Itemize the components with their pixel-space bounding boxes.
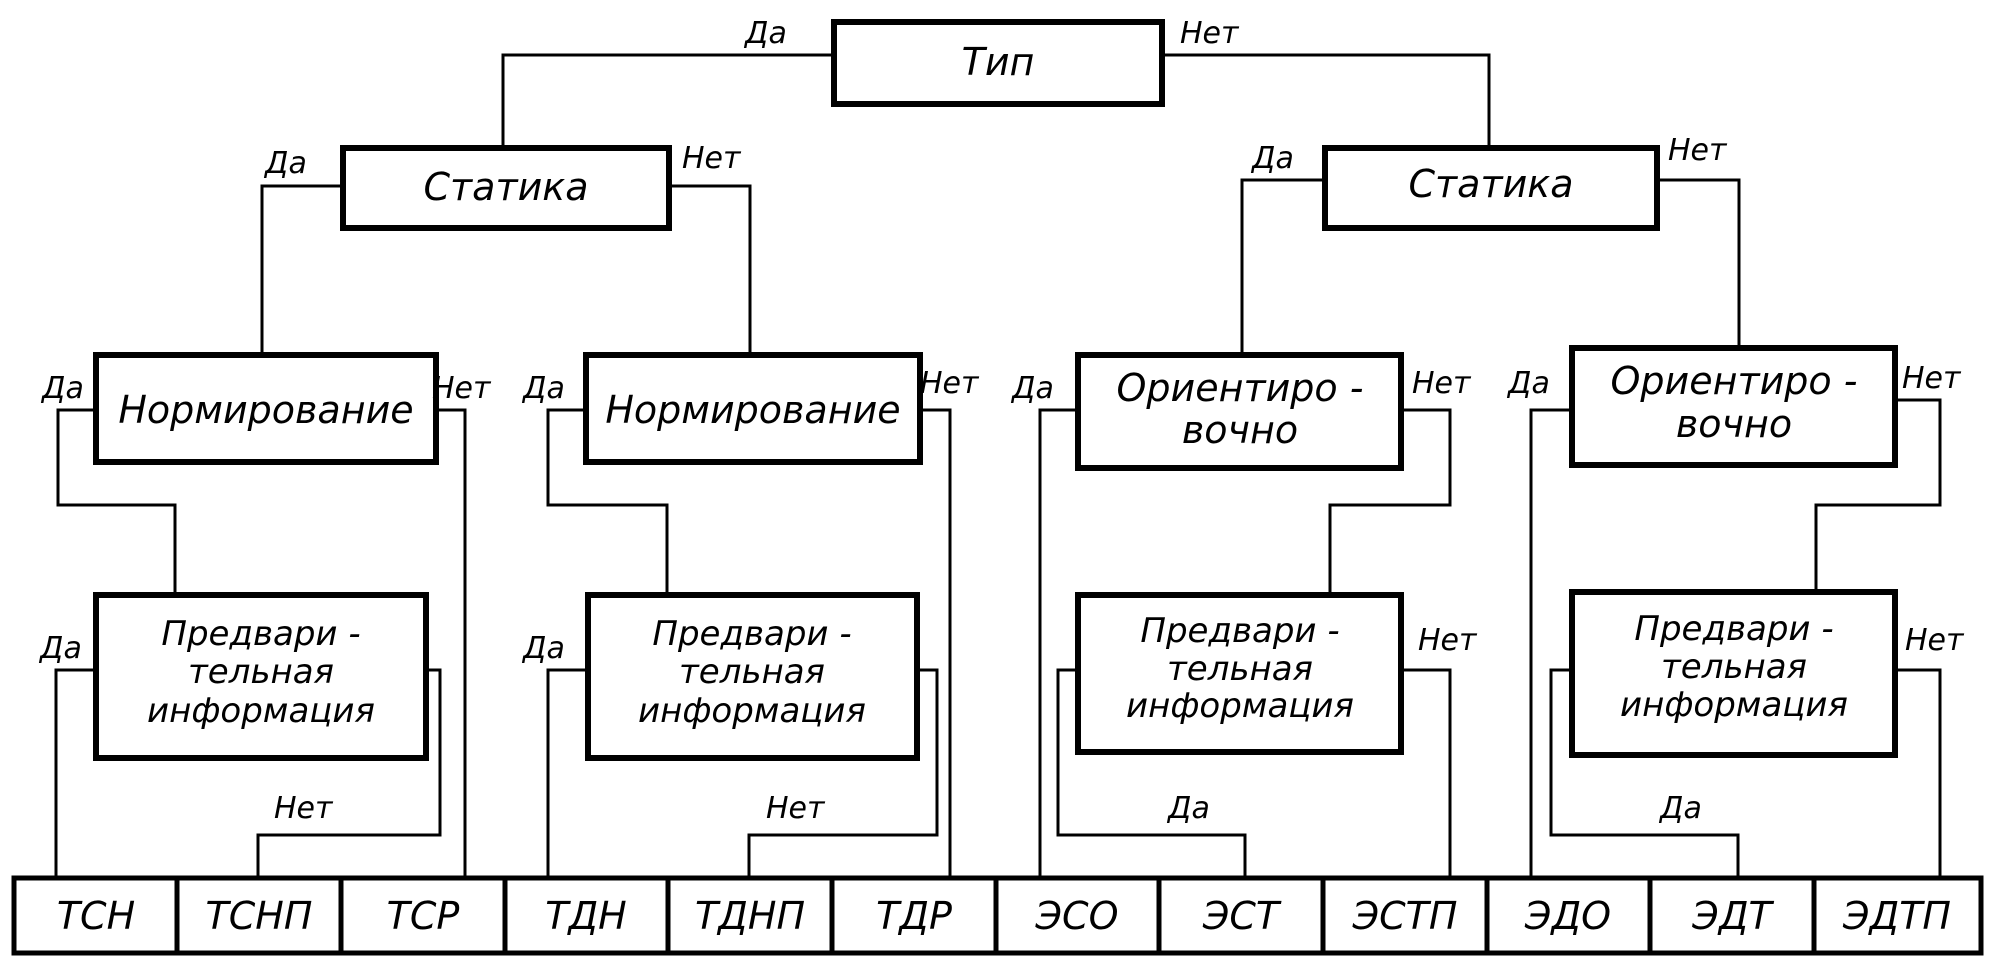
prior-info-line-2: тельная <box>1661 647 1807 687</box>
approximate-label-line-1: Ориентиро - <box>1117 366 1364 410</box>
leaf-label: ЭДТ <box>1691 894 1774 938</box>
approximate-node-1: Ориентиро - вочно <box>1075 352 1404 471</box>
edge-label-no: Нет <box>1902 361 1962 396</box>
normalization-node-2: Нормирование <box>583 352 923 465</box>
edge-label-no: Нет <box>1905 623 1965 658</box>
edge-label-yes: Да <box>521 371 565 406</box>
prior-info-line-1: Предвари - <box>1634 609 1833 649</box>
prior-info-node-1: Предвари - тельная информация <box>93 592 429 761</box>
edge-label-yes: Да <box>40 371 84 406</box>
edge-label-no: Нет <box>1418 623 1478 658</box>
leaf-label: ЭДО <box>1524 894 1611 938</box>
approximate-node-2: Ориентиро - вочно <box>1569 345 1898 468</box>
prior-info-line-2: тельная <box>188 652 334 692</box>
edge-label-no: Нет <box>274 791 334 826</box>
normalization-label: Нормирование <box>118 388 413 432</box>
approximate-label-line-1: Ориентиро - <box>1611 359 1858 403</box>
edge-label-no: Нет <box>682 141 742 176</box>
prior-info-line-2: тельная <box>1167 649 1313 689</box>
prior-info-line-3: информация <box>1126 686 1354 726</box>
connector-lines <box>54 53 1942 878</box>
leaf-label: ТСН <box>57 894 135 938</box>
edge-label-yes: Да <box>1506 366 1550 401</box>
leaf-label: ТДН <box>545 894 626 938</box>
prior-info-node-4: Предвари - тельная информация <box>1569 589 1898 758</box>
prior-info-line-1: Предвари - <box>1140 611 1339 651</box>
leaf-label: ЭДТП <box>1842 894 1951 938</box>
normalization-node-1: Нормирование <box>93 352 439 465</box>
approximate-label-line-2: вочно <box>1182 408 1298 452</box>
edge-label-yes: Да <box>263 146 307 181</box>
edge-label-no: Нет <box>1412 366 1472 401</box>
statics-node-label: Статика <box>423 165 588 209</box>
edge-label-no: Нет <box>766 791 826 826</box>
leaf-label: ТДР <box>876 894 952 938</box>
edge-label-yes: Да <box>1250 141 1294 176</box>
prior-info-line-2: тельная <box>679 652 825 692</box>
edge-label-yes: Да <box>1166 791 1210 826</box>
approximate-label-line-2: вочно <box>1676 402 1792 446</box>
leaf-label: ЭСТП <box>1352 894 1458 938</box>
edge-label-no: Нет <box>920 366 980 401</box>
edge-label-yes: Да <box>743 16 787 51</box>
statics-node-right: Статика <box>1322 145 1660 231</box>
edge-label-yes: Да <box>1010 371 1054 406</box>
prior-info-line-1: Предвари - <box>161 614 360 654</box>
prior-info-node-3: Предвари - тельная информация <box>1075 592 1404 755</box>
type-node: Тип <box>831 19 1165 107</box>
edge-label-yes: Да <box>1658 791 1702 826</box>
leaf-label: ТСР <box>387 894 460 938</box>
leaf-label: ЭСТ <box>1202 894 1282 938</box>
prior-info-line-3: информация <box>147 691 375 731</box>
prior-info-line-3: информация <box>1620 685 1848 725</box>
edge-labels: Да Нет Да Нет Да Нет Да Нет Да Нет Да Не… <box>38 16 1965 826</box>
edge-label-no: Нет <box>1180 16 1240 51</box>
prior-info-line-1: Предвари - <box>652 614 851 654</box>
leaf-row: ТСН ТСНП ТСР ТДН ТДНП ТДР ЭСО ЭСТ ЭСТП Э… <box>11 875 1984 956</box>
edge-label-yes: Да <box>38 631 82 666</box>
statics-node-label: Статика <box>1408 162 1573 206</box>
leaf-label: ЭСО <box>1035 894 1119 938</box>
edge-label-no: Нет <box>432 371 492 406</box>
edge-label-no: Нет <box>1668 133 1728 168</box>
prior-info-node-2: Предвари - тельная информация <box>585 592 920 761</box>
normalization-label: Нормирование <box>605 388 900 432</box>
prior-info-line-3: информация <box>638 691 866 731</box>
statics-node-left: Статика <box>340 145 672 231</box>
leaf-label: ТСНП <box>206 894 313 938</box>
edge-label-yes: Да <box>521 631 565 666</box>
type-node-label: Тип <box>962 40 1035 84</box>
leaf-label: ТДНП <box>695 894 805 938</box>
